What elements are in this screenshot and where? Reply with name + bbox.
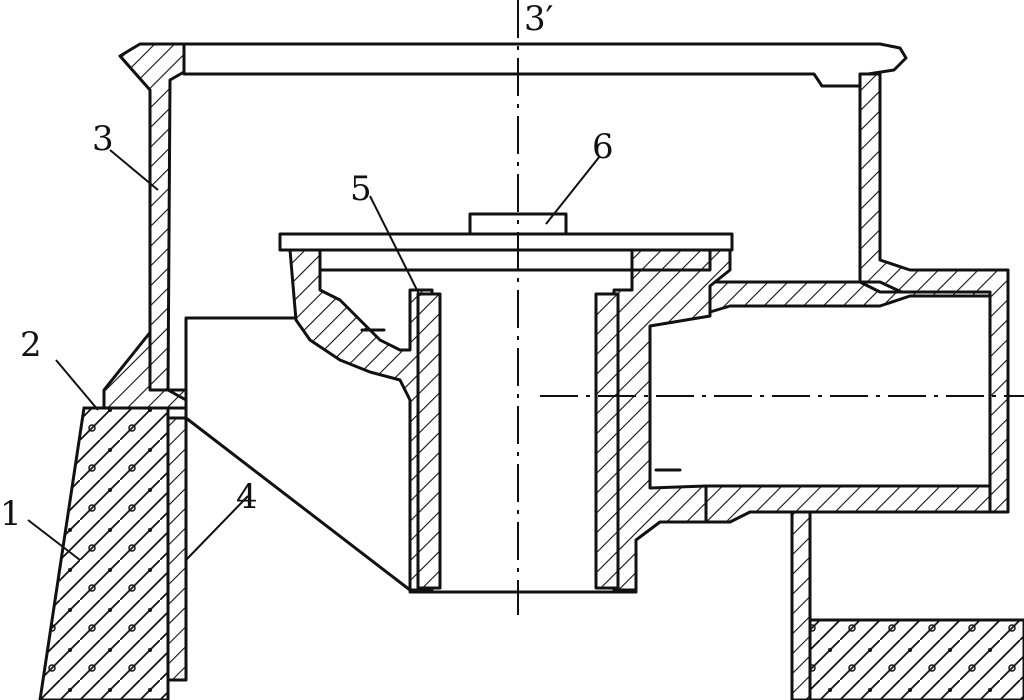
bowl-left-wall [118,42,186,392]
leader-4 [185,495,249,561]
concrete-slab-right [808,618,1024,700]
sleeve-wall [166,416,188,682]
leader-5 [369,195,421,297]
inner-pipe-left [416,292,442,590]
body-slope-upper [166,316,298,402]
concrete-slab-left [38,406,170,700]
label-4: 4 [236,477,258,517]
label-1: 1 [0,494,22,534]
bowl-top-rim [182,42,908,88]
leader-3 [109,149,159,191]
cover-plate [278,232,734,252]
outlet-pipe-top [708,280,992,314]
leader-1 [27,519,81,561]
grate-plate [318,248,712,272]
label-2: 2 [20,325,42,365]
label-3: 3 [92,119,114,159]
leader-2 [55,359,99,411]
body-slope [184,406,412,592]
inner-pipe-right [594,292,620,590]
leader-6 [545,155,601,225]
label-6: 6 [592,127,614,167]
outlet-pipe-bottom [704,484,992,524]
label-3-prime: 3′ [524,0,553,39]
label-5: 5 [350,169,372,209]
drain-body-left [288,248,434,592]
right-support-wall [790,510,812,700]
